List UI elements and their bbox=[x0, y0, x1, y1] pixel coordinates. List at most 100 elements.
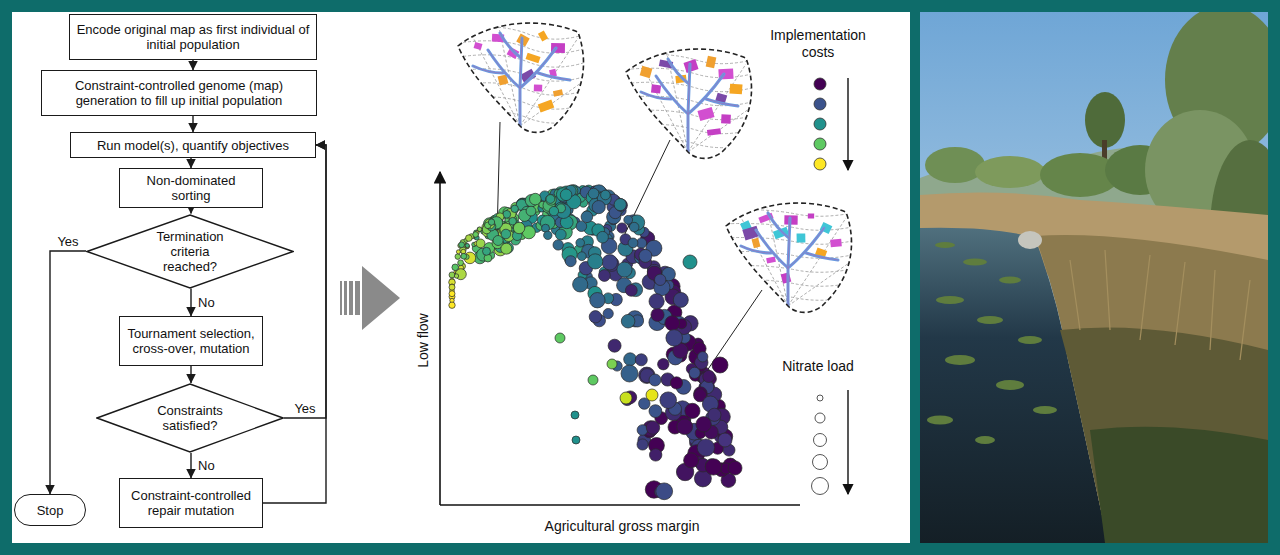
grid-line bbox=[453, 125, 598, 137]
scatter-point bbox=[555, 229, 566, 240]
scatter-point bbox=[526, 206, 536, 216]
scatter-point bbox=[555, 333, 565, 343]
scatter-point bbox=[458, 260, 464, 266]
scatter-point bbox=[629, 222, 639, 232]
grid-line bbox=[453, 97, 598, 109]
scatter-point bbox=[651, 308, 664, 321]
measure-patch bbox=[526, 53, 541, 64]
edge-label: No bbox=[196, 295, 217, 310]
legend-dot bbox=[814, 138, 826, 150]
scatter-point bbox=[581, 211, 593, 223]
scatter-point bbox=[485, 219, 495, 229]
scatter-point bbox=[588, 254, 603, 269]
catchment-outline bbox=[626, 49, 752, 158]
measure-patch bbox=[697, 107, 714, 121]
scatter-point bbox=[599, 270, 611, 282]
scatter-point bbox=[452, 264, 459, 271]
scatter-point bbox=[615, 199, 627, 211]
leader-lines bbox=[497, 122, 762, 378]
glyph-ground bbox=[458, 23, 584, 132]
scatter-point bbox=[577, 252, 586, 261]
scatter-point bbox=[685, 403, 700, 418]
river-core bbox=[641, 59, 738, 152]
scatter-point bbox=[601, 190, 611, 200]
measure-patch bbox=[538, 100, 554, 113]
scatter-point bbox=[650, 449, 662, 461]
decision-diamond: Termination criteria reached? bbox=[86, 214, 294, 289]
flow-connector bbox=[190, 208, 191, 214]
scatter-point bbox=[602, 255, 617, 270]
flow-connector bbox=[50, 251, 86, 494]
scatter-point bbox=[589, 311, 601, 323]
grid-line bbox=[721, 308, 866, 315]
wetland-photo bbox=[920, 12, 1268, 543]
scatter-point bbox=[449, 284, 455, 290]
scatter-point bbox=[488, 219, 494, 225]
grid-line bbox=[621, 124, 766, 133]
scatter-point bbox=[501, 229, 511, 239]
lily-pad bbox=[975, 436, 995, 444]
shrub bbox=[925, 147, 985, 183]
lily-pad bbox=[963, 259, 987, 266]
scatter-point bbox=[689, 367, 700, 378]
measure-patch bbox=[534, 84, 543, 91]
scatter-point bbox=[683, 255, 697, 269]
arrow-stripe bbox=[344, 281, 347, 315]
grid-line bbox=[721, 238, 866, 245]
scatter-point bbox=[473, 232, 479, 238]
nitrate-legend bbox=[812, 395, 829, 495]
decision-diamond: Constraints satisfied? bbox=[96, 383, 284, 453]
y-axis bbox=[439, 172, 441, 505]
scatter-point bbox=[728, 461, 742, 475]
scatter-point bbox=[620, 392, 632, 404]
grid-line bbox=[721, 294, 866, 301]
scatter-point bbox=[665, 316, 680, 331]
diamond-shape bbox=[87, 215, 293, 288]
foreground-grass bbox=[1090, 427, 1268, 543]
scatter-point bbox=[696, 417, 711, 432]
scatter-point bbox=[597, 231, 609, 243]
reeds-shadow bbox=[1060, 328, 1268, 544]
reed-blade bbox=[1240, 280, 1250, 360]
scatter-point bbox=[576, 239, 585, 248]
scatter-point bbox=[449, 291, 455, 297]
shrub bbox=[975, 156, 1045, 188]
scatter-point bbox=[456, 250, 460, 254]
process-box: Non-dominated sorting bbox=[119, 168, 263, 208]
map-glyph bbox=[621, 49, 766, 162]
scatter-point bbox=[649, 294, 664, 309]
legend-dot bbox=[814, 118, 826, 130]
scatter-point bbox=[624, 353, 637, 366]
flow-connector bbox=[284, 145, 326, 418]
legend-dot bbox=[814, 78, 826, 90]
legend-title: Nitrate load bbox=[778, 358, 858, 375]
process-box: Run model(s), quantify objectives bbox=[70, 132, 316, 158]
glyph-content bbox=[453, 23, 598, 137]
scatter-points bbox=[449, 185, 742, 500]
node-text: Constraints satisfied? bbox=[149, 403, 231, 433]
flow-connector bbox=[190, 158, 191, 168]
scatter-point bbox=[459, 242, 465, 248]
glyph-ground bbox=[626, 49, 752, 158]
flow-connector bbox=[190, 366, 191, 383]
scatter-point bbox=[666, 330, 683, 347]
reed-blade bbox=[1070, 260, 1080, 330]
glyph-content bbox=[721, 203, 866, 314]
arrow-stripe bbox=[349, 281, 353, 315]
reed-blade bbox=[1105, 250, 1110, 330]
scatter-point bbox=[461, 253, 467, 259]
legend-circle bbox=[817, 395, 823, 401]
scatter-point bbox=[546, 195, 555, 204]
scatter-point bbox=[572, 436, 580, 444]
cost-legend bbox=[814, 78, 826, 170]
node-text: Encode original map as first individual … bbox=[76, 22, 310, 52]
scatter-point bbox=[718, 433, 732, 447]
legend-circle bbox=[814, 434, 827, 447]
scatter-point bbox=[656, 483, 673, 500]
edge-label: Yes bbox=[55, 234, 80, 249]
scatter-point bbox=[698, 352, 708, 362]
measure-patch bbox=[752, 238, 761, 249]
scatter-point bbox=[703, 370, 715, 382]
scatter-point bbox=[483, 247, 491, 255]
scatter-point bbox=[712, 357, 728, 373]
